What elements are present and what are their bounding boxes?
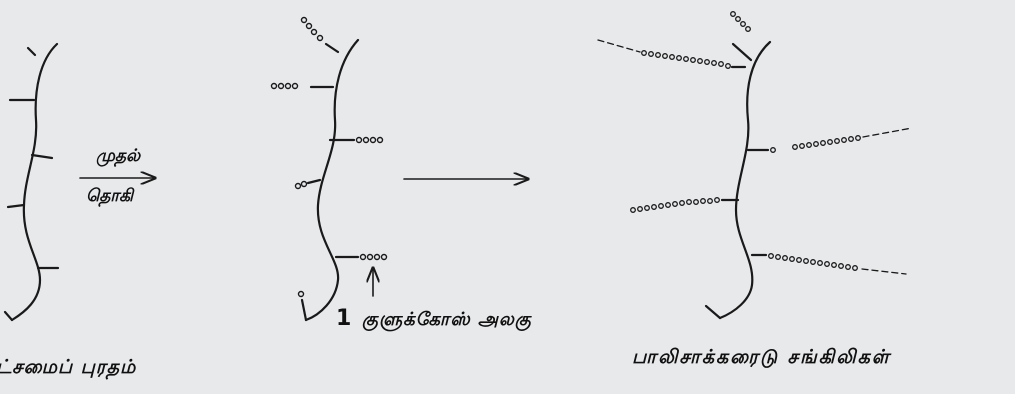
polysaccharide-chains-label: பாலிசாக்கரைடு சங்கிலிகள் <box>632 346 891 371</box>
step-label-top: முதல் <box>96 146 140 168</box>
polysaccharide-chain-top-left <box>598 40 730 68</box>
polysaccharide-chain-mid-right <box>771 128 912 152</box>
polysaccharide-chain-bottom-right <box>769 254 906 274</box>
protein-with-polysaccharide-chains <box>706 42 770 318</box>
core-protein-label: ட்சமைப் புரதம் <box>0 356 136 381</box>
glucose-unit-number: 1 <box>336 306 351 331</box>
polysaccharide-chain-mid-left <box>631 198 720 213</box>
polysaccharide-chain-top-cap <box>731 12 751 32</box>
core-protein-backbone <box>5 44 58 320</box>
step-label-bottom: தொகி <box>86 186 133 208</box>
protein-with-glucose-units <box>302 40 358 320</box>
glucose-unit-label: குளுக்கோஸ் அலகு <box>362 309 532 332</box>
